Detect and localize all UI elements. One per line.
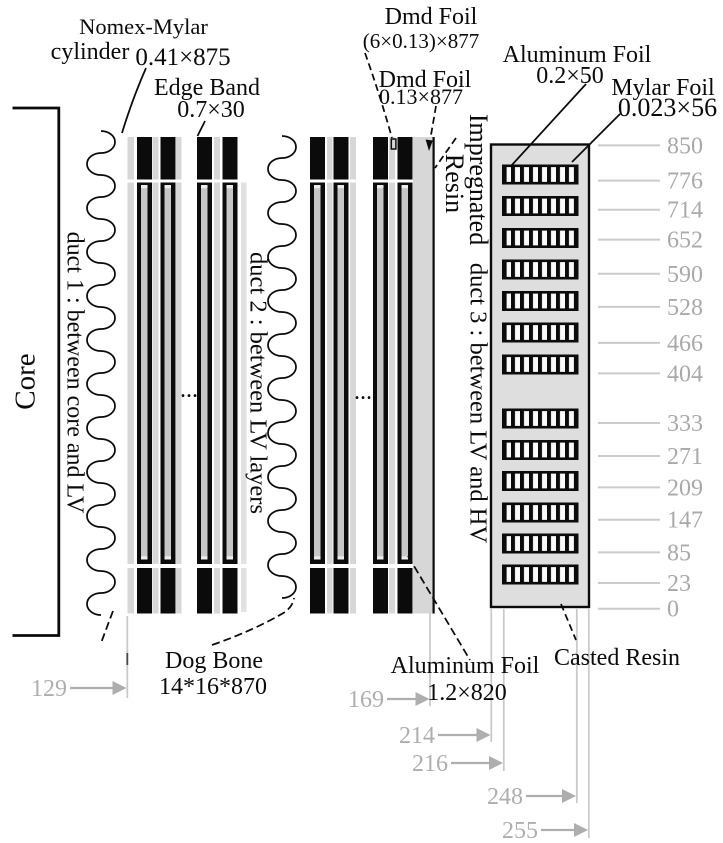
svg-text:Mylar Foil: Mylar Foil [611,75,715,101]
svg-text:0.13×877: 0.13×877 [379,84,463,109]
svg-text:...: ... [180,377,198,403]
svg-text:Aluminum Foil: Aluminum Foil [391,653,540,679]
svg-text:255: 255 [502,818,538,843]
svg-text:Resin: Resin [440,154,469,213]
svg-text:0.2×50: 0.2×50 [536,63,604,89]
svg-text:776: 776 [667,169,703,195]
svg-text:169: 169 [348,687,384,713]
svg-text:0.7×30: 0.7×30 [177,97,245,123]
svg-text:Dmd Foil: Dmd Foil [379,67,472,93]
svg-text:248: 248 [487,784,523,810]
svg-text:Dog Bone: Dog Bone [165,648,263,674]
svg-text:...: ... [354,379,372,405]
svg-text:333: 333 [667,411,703,437]
svg-text:duct 2 : between LV layers: duct 2 : between LV layers [244,252,271,514]
svg-text:216: 216 [412,751,448,777]
svg-text:Core: Core [10,353,42,409]
svg-text:(6×0.13)×877: (6×0.13)×877 [363,29,479,53]
svg-text:0: 0 [667,597,679,623]
svg-text:0.41×875: 0.41×875 [135,44,230,71]
svg-text:85: 85 [667,540,691,566]
svg-text:Nomex-Mylar: Nomex-Mylar [79,14,208,39]
svg-text:590: 590 [667,262,703,288]
svg-text:466: 466 [667,331,703,357]
svg-text:528: 528 [667,295,703,321]
svg-text:Casted Resin: Casted Resin [554,645,680,671]
svg-text:Dmd Foil: Dmd Foil [385,4,478,30]
svg-text:Aluminum Foil: Aluminum Foil [503,42,652,68]
svg-text:404: 404 [667,361,703,387]
svg-text:duct 3 : between LV and HV: duct 3 : between LV and HV [464,263,491,544]
svg-text:652: 652 [667,228,703,254]
svg-text:850: 850 [667,133,703,159]
svg-text:0.023×56: 0.023×56 [618,93,717,122]
svg-text:Impregnated: Impregnated [464,114,493,245]
svg-text:duct 1 : between core and LV: duct 1 : between core and LV [61,232,87,514]
svg-text:129: 129 [31,676,67,702]
svg-text:Edge Band: Edge Band [154,75,260,101]
svg-text:271: 271 [667,444,703,470]
svg-text:1.2×820: 1.2×820 [427,680,507,706]
svg-text:23: 23 [667,571,691,597]
svg-text:714: 714 [667,198,703,224]
svg-text:147: 147 [667,508,703,534]
svg-text:cylinder: cylinder [51,39,130,65]
svg-text:14*16*870: 14*16*870 [159,674,267,700]
svg-text:214: 214 [399,723,435,749]
svg-text:209: 209 [667,475,703,501]
